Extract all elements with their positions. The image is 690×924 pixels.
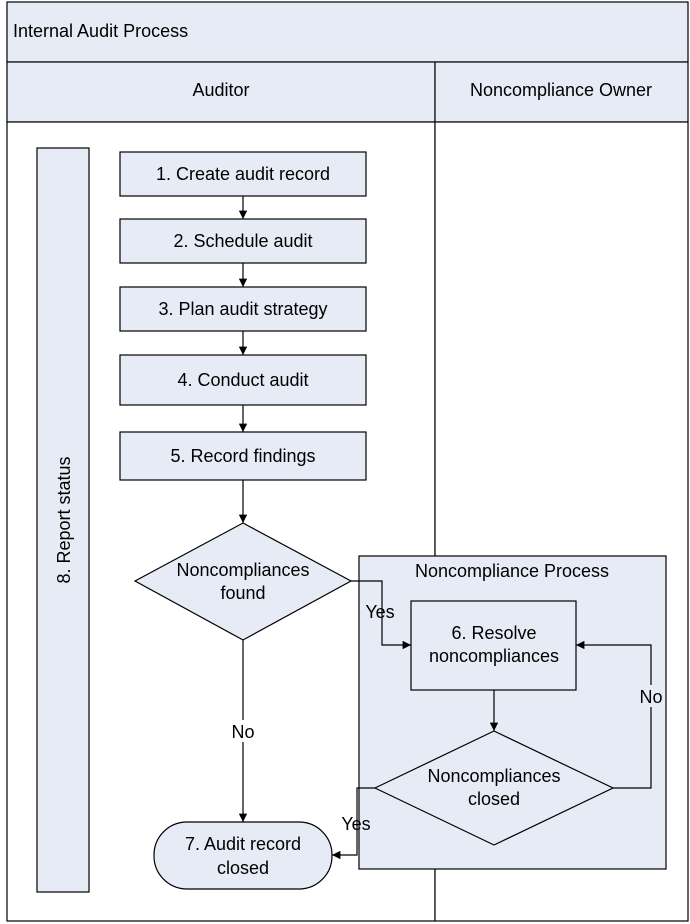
decision-found-line2: found	[220, 583, 265, 603]
step-2-box	[119, 218, 367, 264]
edge-label-closed-yes: Yes	[341, 814, 370, 834]
step-6-box	[410, 600, 577, 691]
pool-title-band	[6, 1, 689, 63]
lane-label-owner: Noncompliance Owner	[470, 80, 652, 100]
connector-found-yes	[351, 580, 411, 650]
decision-closed-line2: closed	[468, 789, 520, 809]
edge-label-closed-no: No	[639, 687, 662, 707]
pool-title: Internal Audit Process	[13, 21, 188, 41]
end-audit-record-closed	[153, 821, 333, 890]
step-4-label: 4. Conduct audit	[177, 370, 308, 390]
step-4-box	[119, 354, 367, 406]
decision-closed	[373, 730, 615, 846]
edge-label-closed-no-bg	[637, 685, 665, 707]
edge-label-found-no: No	[231, 722, 254, 742]
step-1-label: 1. Create audit record	[156, 164, 330, 184]
step-5-label: 5. Record findings	[170, 446, 315, 466]
step-6-line2: noncompliances	[429, 646, 559, 666]
lane-label-auditor: Auditor	[192, 80, 249, 100]
end-line1: 7. Audit record	[185, 834, 301, 854]
step-2-label: 2. Schedule audit	[173, 231, 312, 251]
lane-header-owner	[434, 61, 689, 123]
edge-label-found-no-bg	[226, 720, 260, 742]
edge-label-found-yes: Yes	[365, 602, 394, 622]
report-status-bar	[36, 147, 90, 893]
lane-header-auditor	[6, 61, 436, 123]
step-6-line1: 6. Resolve	[451, 623, 536, 643]
decision-closed-line1: Noncompliances	[427, 766, 560, 786]
connector-closed-yes	[332, 787, 375, 860]
step-5-box	[119, 431, 367, 481]
noncompliance-process-title: Noncompliance Process	[415, 561, 609, 581]
connector-closed-no	[576, 640, 652, 789]
end-line2: closed	[217, 858, 269, 878]
report-status-label: 8. Report status	[54, 456, 74, 583]
step-3-label: 3. Plan audit strategy	[158, 299, 327, 319]
decision-found-line1: Noncompliances	[176, 560, 309, 580]
